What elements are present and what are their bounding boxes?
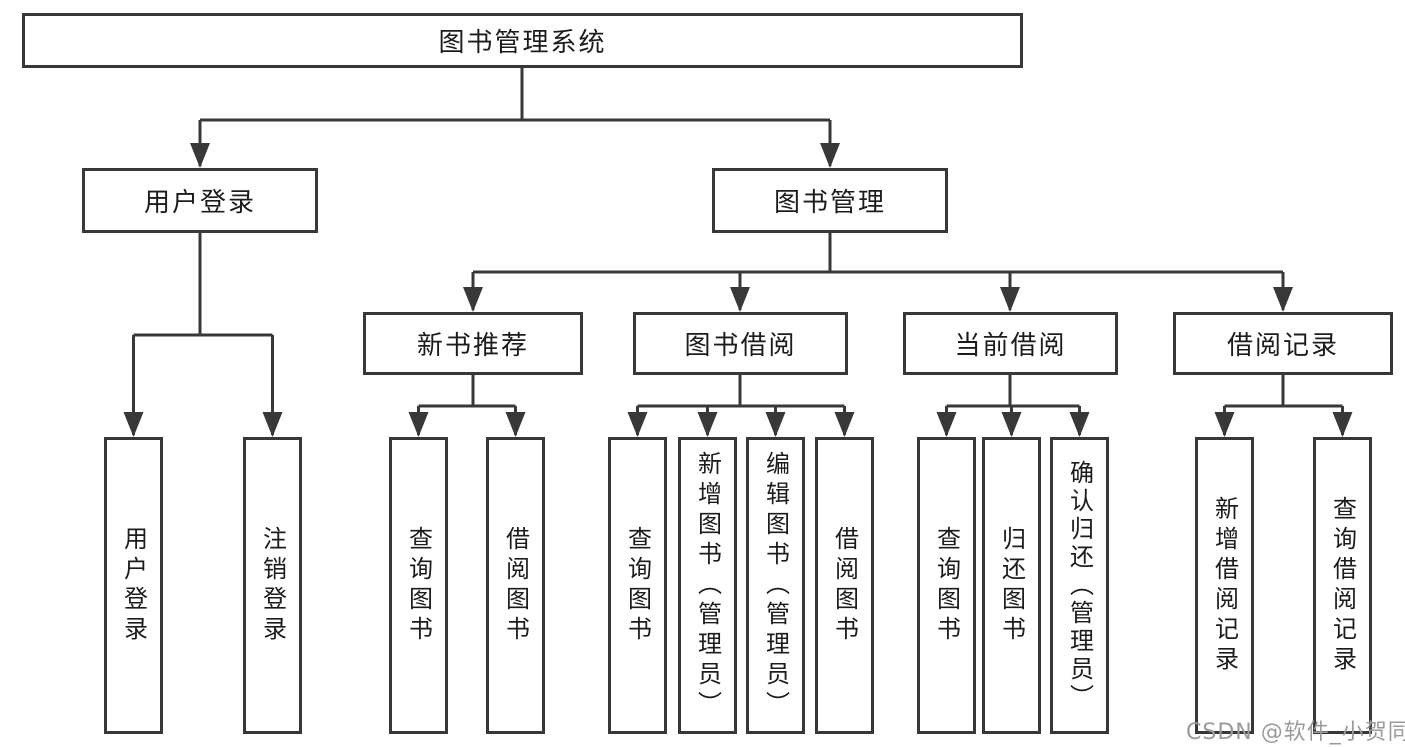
leaf-edit-books-admin-label: 编辑图书（管理员）: [761, 450, 790, 721]
node-current-borrowing-label: 当前借阅: [954, 331, 1067, 361]
leaf-recommend-borrow-books: 借阅图书: [486, 437, 545, 734]
leaf-confirm-return-admin-label: 确认归还（管理员）: [1065, 459, 1094, 712]
leaf-borrow-books: 借阅图书: [815, 437, 874, 734]
node-current-borrowing: 当前借阅: [903, 312, 1118, 375]
leaf-edit-books-admin: 编辑图书（管理员）: [746, 437, 805, 734]
leaf-add-books-admin: 新增图书（管理员）: [678, 437, 737, 734]
leaf-add-books-admin-label: 新增图书（管理员）: [693, 450, 722, 721]
leaf-current-query-books-label: 查询图书: [932, 525, 961, 646]
leaf-recommend-borrow-books-label: 借阅图书: [501, 525, 530, 646]
leaf-add-borrow-record: 新增借阅记录: [1195, 437, 1254, 734]
node-new-book-recommend: 新书推荐: [363, 312, 583, 375]
leaf-add-borrow-record-label: 新增借阅记录: [1210, 495, 1239, 676]
node-user-login-label: 用户登录: [143, 188, 256, 218]
leaf-logout-label: 注销登录: [258, 525, 287, 646]
node-user-login: 用户登录: [82, 168, 318, 233]
node-root-label: 图书管理系统: [438, 28, 607, 58]
node-book-borrowing-label: 图书借阅: [684, 331, 797, 361]
leaf-return-books-label: 归还图书: [997, 525, 1026, 646]
leaf-user-login: 用户登录: [104, 437, 163, 734]
leaf-recommend-query-books-label: 查询图书: [404, 525, 433, 646]
node-root: 图书管理系统: [22, 13, 1023, 68]
arrowheads: [123, 143, 1353, 437]
node-book-management-label: 图书管理: [773, 188, 886, 218]
leaf-current-query-books: 查询图书: [917, 437, 976, 734]
leaf-query-borrow-record: 查询借阅记录: [1313, 437, 1372, 734]
node-new-book-recommend-label: 新书推荐: [416, 331, 529, 361]
node-borrowing-records-label: 借阅记录: [1226, 331, 1339, 361]
leaf-confirm-return-admin: 确认归还（管理员）: [1050, 437, 1109, 734]
leaf-return-books: 归还图书: [982, 437, 1041, 734]
leaf-borrowing-query-books: 查询图书: [608, 437, 667, 734]
node-borrowing-records: 借阅记录: [1173, 312, 1393, 375]
leaf-borrowing-query-books-label: 查询图书: [623, 525, 652, 646]
leaf-user-login-label: 用户登录: [119, 525, 148, 646]
node-book-management: 图书管理: [712, 168, 948, 233]
leaf-logout: 注销登录: [243, 437, 302, 734]
csdn-watermark: CSDN @软件_小贺同学: [1186, 720, 1405, 745]
leaf-query-borrow-record-label: 查询借阅记录: [1328, 495, 1357, 676]
leaf-borrow-books-label: 借阅图书: [830, 525, 859, 646]
node-book-borrowing: 图书借阅: [633, 312, 848, 375]
leaf-recommend-query-books: 查询图书: [389, 437, 448, 734]
